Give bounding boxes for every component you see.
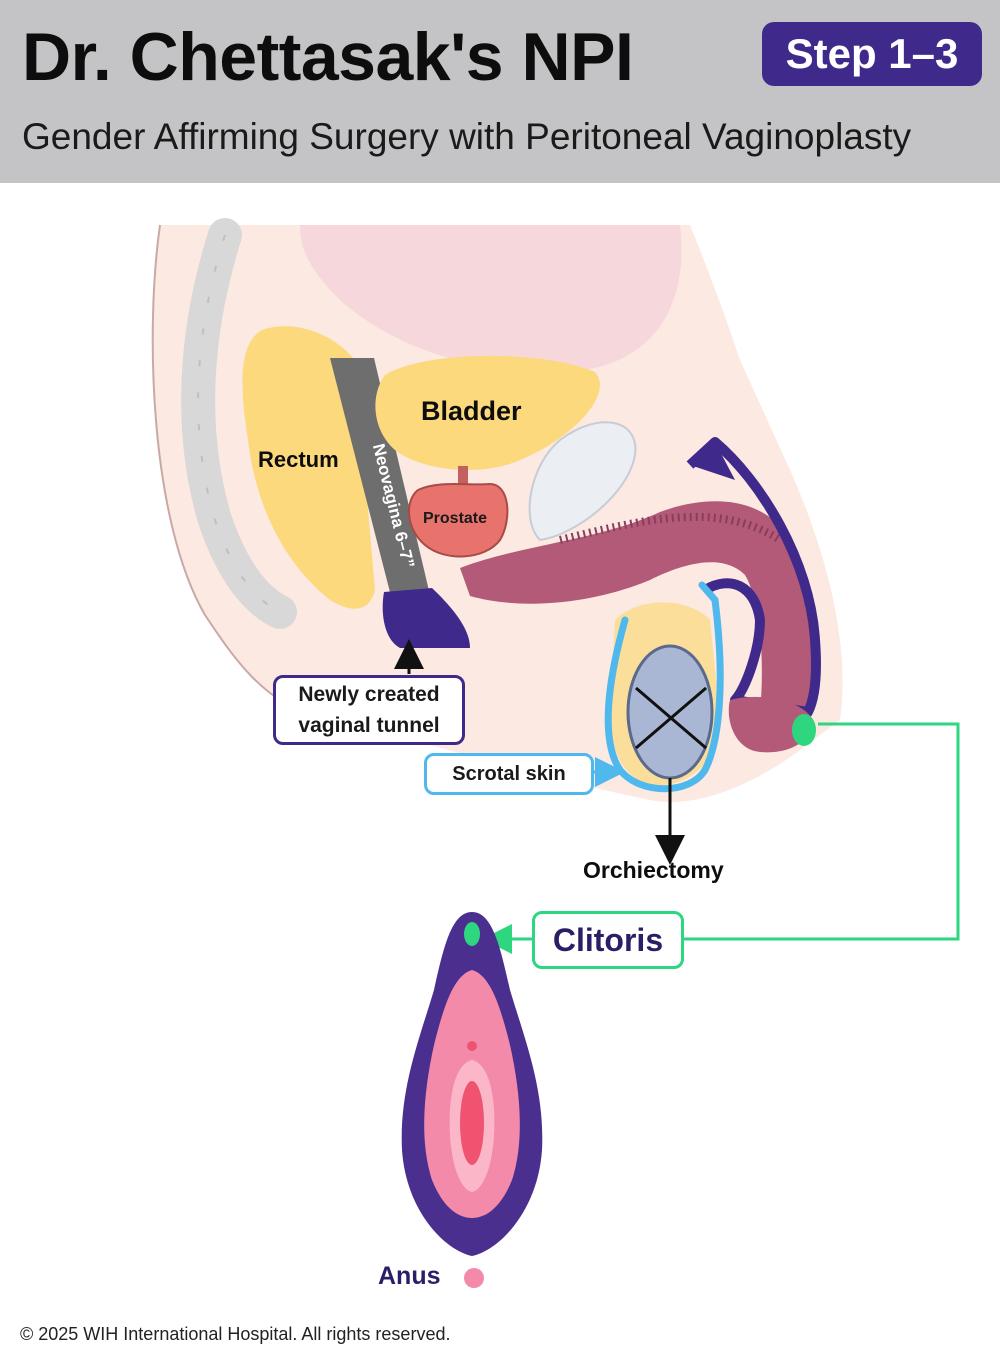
prostate-shape — [407, 482, 509, 558]
tunnel-label-line1: Newly created — [298, 683, 440, 706]
sacrum-spine — [181, 218, 297, 629]
header-bar: Dr. Chettasak's NPI Step 1–3 Gender Affi… — [0, 0, 1000, 183]
clitoris-label: Clitoris — [552, 921, 664, 958]
scrotal-skin-callout: Scrotal skin — [424, 753, 594, 795]
anus-label: Anus — [378, 1262, 441, 1290]
page-subtitle: Gender Affirming Surgery with Peritoneal… — [22, 116, 912, 157]
bladder-shape — [375, 355, 600, 471]
bladder-label: Bladder — [421, 396, 522, 426]
prostate-label: Prostate — [423, 510, 488, 527]
orchiectomy-cross — [635, 686, 707, 750]
penile-skin-outline — [686, 437, 822, 717]
penile-ridges — [559, 512, 783, 544]
bladder-neck — [458, 466, 468, 490]
orchiectomy-label: Orchiectomy — [583, 857, 724, 883]
vulva-illustration — [401, 912, 543, 1256]
clitoris-connector — [682, 722, 960, 941]
anus-dot — [464, 1268, 484, 1288]
scrotal-skin-label: Scrotal skin — [452, 762, 566, 785]
step-badge: Step 1–3 — [762, 22, 982, 86]
seminal-vesicle-shape — [528, 421, 637, 542]
penile-shaft — [460, 501, 817, 712]
neovagina-channel — [330, 358, 430, 600]
clitoris-source-dot — [792, 714, 816, 746]
vaginal-tunnel-shape — [382, 588, 470, 648]
copyright-footer: © 2025 WIH International Hospital. All r… — [20, 1324, 451, 1344]
clitoris-dot — [464, 922, 480, 946]
clitoris-callout: Clitoris — [532, 911, 684, 969]
glans-shape — [728, 696, 813, 753]
tunnel-label-line2: vaginal tunnel — [298, 714, 440, 737]
page-title: Dr. Chettasak's NPI — [22, 19, 634, 95]
rectum-label: Rectum — [258, 447, 339, 472]
scrotal-skin-outline — [604, 581, 724, 793]
testis-shape — [626, 644, 714, 780]
intestine-shape — [300, 225, 682, 373]
vaginal-tunnel-callout: Newly created vaginal tunnel — [273, 675, 465, 745]
penile-skin-top — [690, 442, 735, 480]
